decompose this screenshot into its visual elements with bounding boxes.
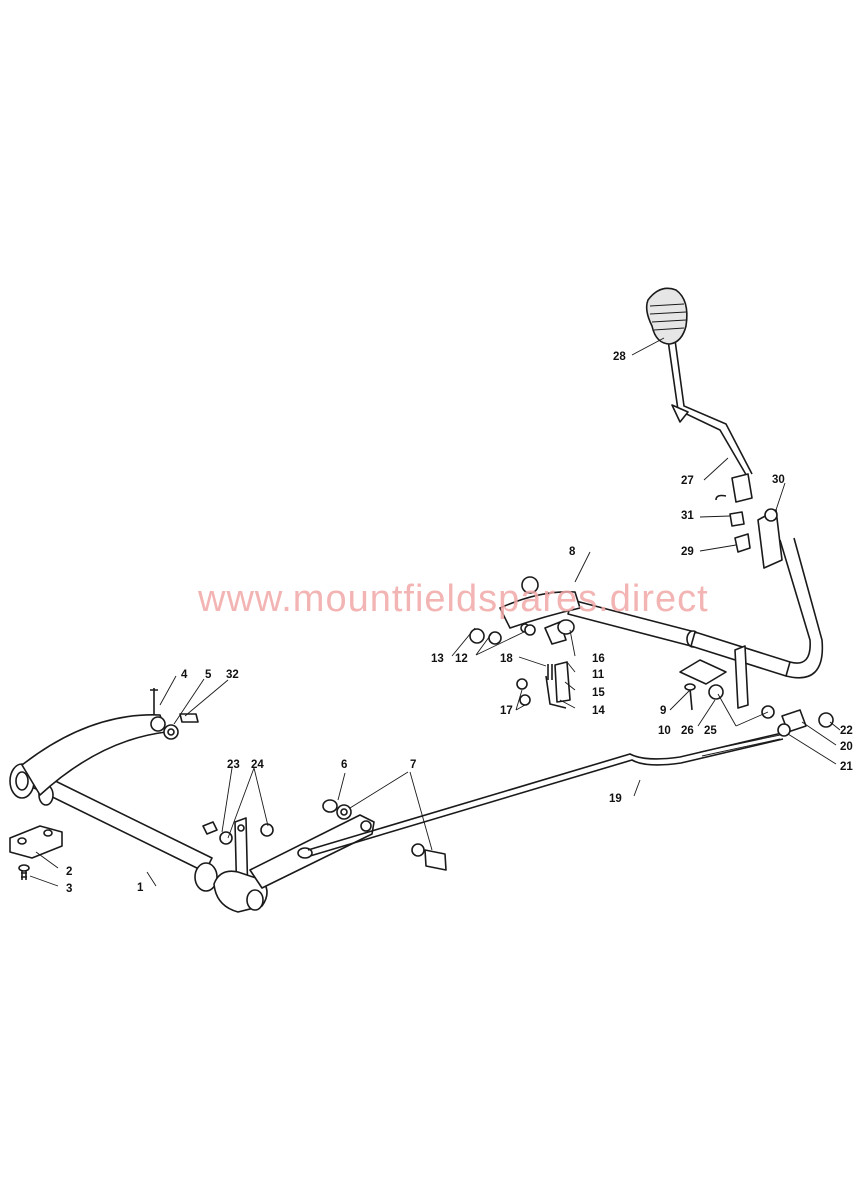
shaft-bracket (679, 645, 749, 709)
callout-5: 5 (205, 669, 212, 681)
callout-21: 21 (840, 761, 853, 773)
callout-19: 19 (609, 793, 622, 805)
linkage-rod (307, 732, 784, 857)
gear-lever (667, 339, 753, 503)
callout-24: 24 (251, 759, 264, 771)
cross-shaft (9, 763, 218, 892)
callout-26: 26 (681, 725, 694, 737)
callout-15: 15 (592, 687, 605, 699)
callout-31: 31 (681, 510, 694, 522)
callout-labels: 1 2 3 4 5 6 7 8 9 10 11 12 13 14 15 16 1… (66, 351, 853, 895)
callout-27: 27 (681, 475, 694, 487)
callout-25: 25 (704, 725, 717, 737)
callout-1: 1 (137, 882, 144, 894)
callout-7: 7 (410, 759, 416, 771)
lever-plate (213, 814, 375, 913)
callout-23: 23 (227, 759, 240, 771)
callout-11: 11 (592, 669, 605, 681)
leader-lines (29, 337, 841, 887)
callout-16: 16 (592, 653, 605, 665)
fasteners (150, 494, 834, 871)
callout-28: 28 (613, 351, 626, 363)
callout-10: 10 (658, 725, 671, 737)
callout-3: 3 (66, 883, 72, 895)
callout-2: 2 (66, 866, 72, 878)
callout-29: 29 (681, 546, 694, 558)
callout-12: 12 (455, 653, 468, 665)
callout-18: 18 (500, 653, 513, 665)
mount-bracket (9, 825, 63, 859)
callout-13: 13 (431, 653, 444, 665)
callout-9: 9 (660, 705, 666, 717)
screw (18, 864, 30, 880)
callout-32: 32 (226, 669, 239, 681)
callout-14: 14 (592, 705, 605, 717)
lever-knob (645, 287, 688, 345)
callout-30: 30 (772, 474, 785, 486)
callout-4: 4 (181, 669, 188, 681)
callout-22: 22 (840, 725, 853, 737)
callout-8: 8 (569, 546, 576, 558)
callout-20: 20 (840, 741, 853, 753)
callout-6: 6 (341, 759, 347, 771)
left-lift-arm (21, 714, 167, 796)
watermark: www.mountfieldspares.direct (198, 578, 709, 620)
callout-17: 17 (500, 705, 513, 717)
